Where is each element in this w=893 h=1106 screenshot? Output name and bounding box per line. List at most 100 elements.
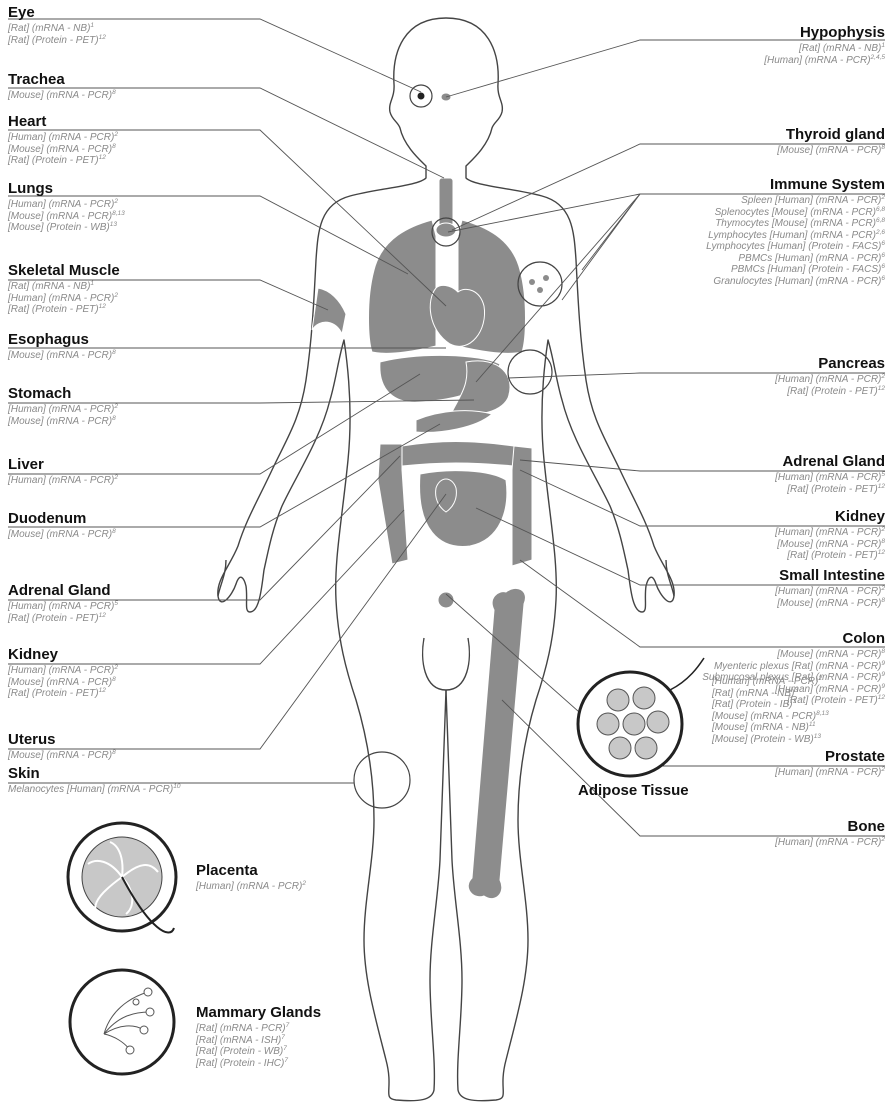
label-title: Trachea xyxy=(8,71,116,88)
label-title: Kidney xyxy=(8,646,118,663)
adipose-diagram xyxy=(578,658,704,776)
label-heart: Heart [Human] (mRNA - PCR)2 [Mouse] (mRN… xyxy=(8,113,118,167)
label-entry: [Mouse] (mRNA - PCR) xyxy=(8,350,112,361)
label-thyroid-gland: Thyroid gland [Mouse] (mRNA - PCR)8 xyxy=(777,126,885,157)
ref: 2 xyxy=(114,664,118,671)
ref: 2 xyxy=(881,836,885,843)
ref: 2 xyxy=(881,585,885,592)
label-entry: [Rat] (mRNA - NB) xyxy=(799,43,881,54)
label-entry: PBMCs [Human] (Protein - FACS) xyxy=(731,264,881,275)
ref: 1 xyxy=(881,42,885,49)
label-entry: Lymphocytes [Human] (mRNA - PCR) xyxy=(708,230,876,241)
label-title: Pancreas xyxy=(775,355,885,372)
ref: 2,6 xyxy=(876,229,885,236)
label-small-intestine: Small Intestine [Human] (mRNA - PCR)2 [M… xyxy=(775,567,885,609)
organs xyxy=(312,92,532,899)
label-entry: [Mouse] (mRNA - PCR) xyxy=(777,539,881,550)
ref: 12 xyxy=(878,483,885,490)
ref: 8,13 xyxy=(816,710,829,717)
label-entry: Myenteric plexus [Rat] (mRNA - PCR) xyxy=(714,661,881,672)
ref: 2 xyxy=(881,526,885,533)
label-title: Small Intestine xyxy=(775,567,885,584)
ref: 12 xyxy=(99,687,106,694)
ref: 7 xyxy=(283,1045,287,1052)
label-entry: [Rat] (Protein - WB) xyxy=(196,1046,283,1057)
label-title: Duodenum xyxy=(8,510,116,527)
colon-descending xyxy=(512,446,532,566)
ref: 12 xyxy=(878,549,885,556)
label-entry: [Mouse] (mRNA - PCR) xyxy=(8,750,112,761)
ref: 2 xyxy=(881,373,885,380)
label-entry: [Rat] (Protein - PET) xyxy=(8,688,99,699)
label-liver: Liver [Human] (mRNA - PCR)2 xyxy=(8,456,118,487)
label-title: Immune System xyxy=(706,176,885,193)
label-entry: [Mouse] (mRNA - PCR) xyxy=(712,711,816,722)
ref: 6 xyxy=(881,263,885,270)
label-entry: [Mouse] (mRNA - PCR) xyxy=(8,677,112,688)
label-title: Colon xyxy=(702,630,885,647)
label-duodenum: Duodenum [Mouse] (mRNA - PCR)8 xyxy=(8,510,116,541)
label-entry: [Mouse] (mRNA - PCR) xyxy=(8,529,112,540)
label-entry: [Human] (mRNA - PCR) xyxy=(775,527,881,538)
skeletal-muscle xyxy=(312,288,346,334)
ref: 9 xyxy=(881,660,885,667)
label-entry: [Human] (mRNA - PCR) xyxy=(775,767,881,778)
ref: 2 xyxy=(114,474,118,481)
ref: 2 xyxy=(818,675,822,682)
label-entry: [Human] (mRNA - PCR) xyxy=(8,601,114,612)
label-entry: PBMCs [Human] (mRNA - PCR) xyxy=(738,253,881,264)
label-entry: [Human] (mRNA - PCR) xyxy=(775,374,881,385)
label-title: Eye xyxy=(8,4,106,21)
label-entry: [Rat] (Protein - PET) xyxy=(787,484,878,495)
ref: 6,8 xyxy=(876,217,885,224)
label-adrenal-gland: Adrenal Gland [Human] (mRNA - PCR)5 [Rat… xyxy=(8,582,118,624)
label-adrenal-gland-right: Adrenal Gland [Human] (mRNA - PCR)5 [Rat… xyxy=(775,453,885,495)
label-entry: Lymphocytes [Human] (Protein - FACS) xyxy=(706,241,881,252)
label-stomach: Stomach [Human] (mRNA - PCR)2 [Mouse] (m… xyxy=(8,385,118,427)
label-entry: [Rat] (Protein - IB) xyxy=(712,699,793,710)
label-title: Kidney xyxy=(775,508,885,525)
label-entry: [Mouse] (mRNA - PCR) xyxy=(777,598,881,609)
ref: 3 xyxy=(794,687,798,694)
label-adipose-entries: [Human] (mRNA - PCR)2 [Rat] (mRNA - NB)3… xyxy=(712,676,829,745)
colon-transverse xyxy=(402,442,514,467)
label-title: Thyroid gland xyxy=(777,126,885,143)
ref: 2 xyxy=(114,131,118,138)
ref: 11 xyxy=(809,721,816,728)
label-trachea: Trachea [Mouse] (mRNA - PCR)8 xyxy=(8,71,116,102)
ref: 2 xyxy=(114,198,118,205)
label-entry: Spleen [Human] (mRNA - PCR) xyxy=(741,195,881,206)
label-entry: [Mouse] (mRNA - PCR) xyxy=(777,649,881,660)
label-entry: [Mouse] (mRNA - PCR) xyxy=(8,90,112,101)
label-entry: [Rat] (Protein - PET) xyxy=(8,613,99,624)
label-entry: [Human] (mRNA - PCR) xyxy=(8,199,114,210)
label-uterus: Uterus [Mouse] (mRNA - PCR)8 xyxy=(8,731,116,762)
heart xyxy=(430,285,484,346)
ref: 8 xyxy=(881,144,885,151)
ref: 2 xyxy=(302,880,306,887)
label-entry: [Rat] (Protein - IHC) xyxy=(196,1058,284,1069)
label-entry: [Human] (mRNA - PCR) xyxy=(712,676,818,687)
ref: 9 xyxy=(881,683,885,690)
label-entry: Melanocytes [Human] (mRNA - PCR) xyxy=(8,784,173,795)
label-skeletal-muscle: Skeletal Muscle [Rat] (mRNA - NB)1 [Huma… xyxy=(8,262,120,316)
label-entry: [Mouse] (mRNA - PCR) xyxy=(8,144,112,155)
label-prostate: Prostate [Human] (mRNA - PCR)2 xyxy=(775,748,885,779)
label-placenta: Placenta [Human] (mRNA - PCR)2 xyxy=(196,862,306,893)
ref: 2 xyxy=(881,194,885,201)
ref: 12 xyxy=(878,694,885,701)
ref: 8 xyxy=(112,349,116,356)
label-entry: [Rat] (Protein - PET) xyxy=(787,386,878,397)
label-entry: [Human] (mRNA - PCR) xyxy=(8,665,114,676)
label-entry: [Human] (mRNA - PCR) xyxy=(775,586,881,597)
ref: 8 xyxy=(112,676,116,683)
label-entry: [Human] (mRNA - PCR) xyxy=(775,472,881,483)
bone xyxy=(468,588,525,898)
label-skin: Skin Melanocytes [Human] (mRNA - PCR)10 xyxy=(8,765,180,796)
ref: 12 xyxy=(878,385,885,392)
label-title: Placenta xyxy=(196,862,306,879)
ref: 5 xyxy=(881,471,885,478)
label-title: Bone xyxy=(775,818,885,835)
pancreas xyxy=(416,411,492,433)
label-eye: Eye [Rat] (mRNA - NB)1 [Rat] (Protein - … xyxy=(8,4,106,46)
